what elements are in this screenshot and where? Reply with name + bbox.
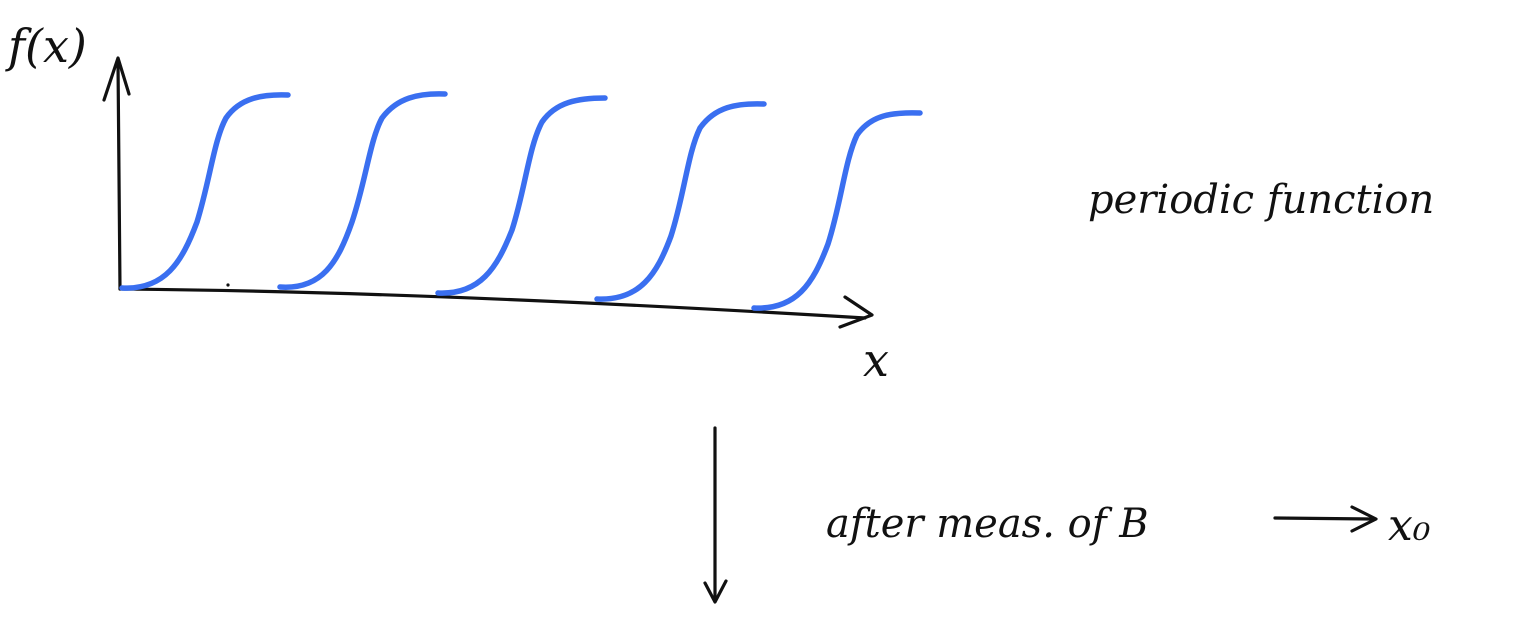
- y-axis-arrowhead: [102, 56, 131, 102]
- curve-period-5: [751, 110, 923, 311]
- periodic-curves: [119, 91, 923, 311]
- x-axis-label: x: [863, 333, 889, 387]
- target-x0-label: x₀: [1388, 500, 1431, 551]
- measurement-note: after meas. of B: [826, 501, 1149, 547]
- y-axis-label: f(x): [5, 19, 87, 73]
- axis-tick-dot: [226, 283, 230, 287]
- curve-period-3: [435, 95, 608, 296]
- curve-period-4: [594, 101, 767, 302]
- periodic-function-label: periodic function: [1088, 177, 1434, 223]
- curve-period-1: [119, 92, 291, 291]
- note-arrow-head: [1350, 505, 1378, 533]
- x-axis: [118, 287, 867, 320]
- down-arrow-head: [703, 579, 728, 604]
- y-axis: [116, 60, 122, 291]
- note-arrow-shaft: [1273, 516, 1374, 521]
- curve-period-2: [277, 91, 448, 290]
- x-axis-arrowhead: [838, 295, 874, 329]
